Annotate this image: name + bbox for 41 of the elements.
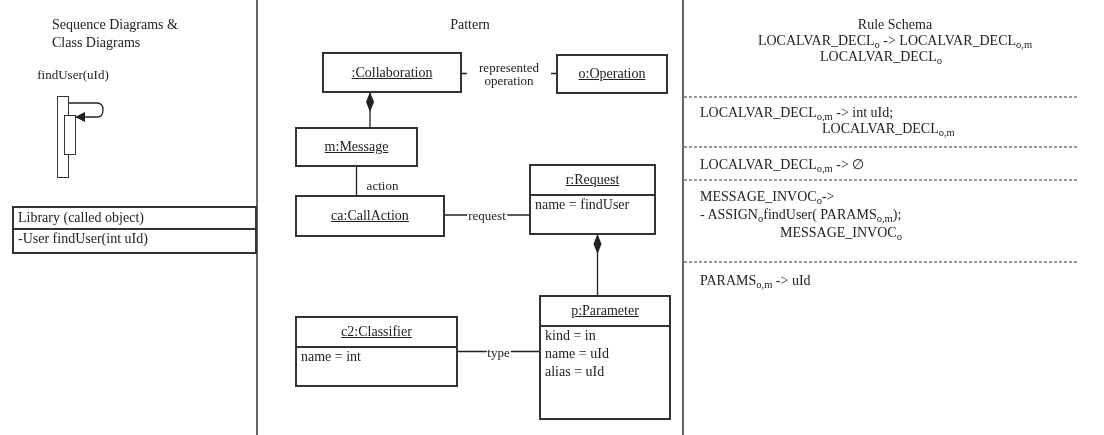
class-box [12, 206, 257, 254]
self-message-arrow [68, 102, 104, 122]
rule-text: MESSAGE_INVOC$_{o}$-> [700, 188, 836, 206]
object-box [539, 295, 671, 420]
object-name: c2:Classifier [297, 318, 456, 348]
object-name: o:Operation [578, 65, 646, 83]
object-box [295, 316, 458, 387]
object-name: ca:CallAction [331, 207, 409, 225]
object-name: p:Parameter [541, 297, 669, 327]
rule-text: PARAMS$_{o,m}$ -> uId [700, 272, 812, 290]
composition-line [593, 234, 602, 296]
object-name: :Collaboration [351, 63, 433, 82]
attribute-text: -User findUser(int uId) [18, 230, 149, 248]
column-heading: Sequence Diagrams & Class Diagrams [52, 16, 179, 52]
attribute-text: name = findUser [535, 196, 631, 214]
object-box [529, 164, 656, 235]
object-box [295, 195, 445, 237]
edge-label: represented operation [467, 60, 551, 87]
object-name: Library (called object) [14, 208, 255, 230]
rule-text: MESSAGE_INVOC$_{o}$ [780, 224, 903, 242]
object-name: r:Request [531, 166, 654, 196]
rule-text: LOCALVAR_DECL$_{o,m}$ -> ∅ [700, 156, 866, 174]
column-heading: Rule Schema [856, 16, 934, 34]
object-name: m:Message [324, 138, 389, 156]
attribute-text: name = int [301, 348, 362, 366]
object-box [322, 52, 462, 93]
attribute-text: alias = uId [545, 363, 606, 381]
rule-text: - ASSIGN$_{o}$findUser( PARAMS$_{o,m}$); [700, 206, 903, 224]
object-box [556, 54, 668, 94]
activation-bar [64, 115, 76, 155]
edge-label: findUser(uId) [36, 67, 110, 81]
object-box [295, 127, 418, 167]
attribute-text: kind = in [545, 327, 597, 345]
composition-line [366, 92, 374, 128]
attribute-text: name = uId [545, 345, 610, 363]
column-heading: Pattern [449, 16, 491, 34]
rule-text: LOCALVAR_DECL$_{o,m}$ -> int uId; [700, 104, 895, 122]
association-line [355, 166, 358, 196]
rule-text: LOCALVAR_DECL$_{o}$ -> LOCALVAR_DECL$_{o,m}$ [756, 32, 1034, 50]
rule-text: LOCALVAR_DECL$_{o,m}$ [822, 121, 956, 138]
rule-text: LOCALVAR_DECL$_{o}$ [820, 48, 943, 66]
